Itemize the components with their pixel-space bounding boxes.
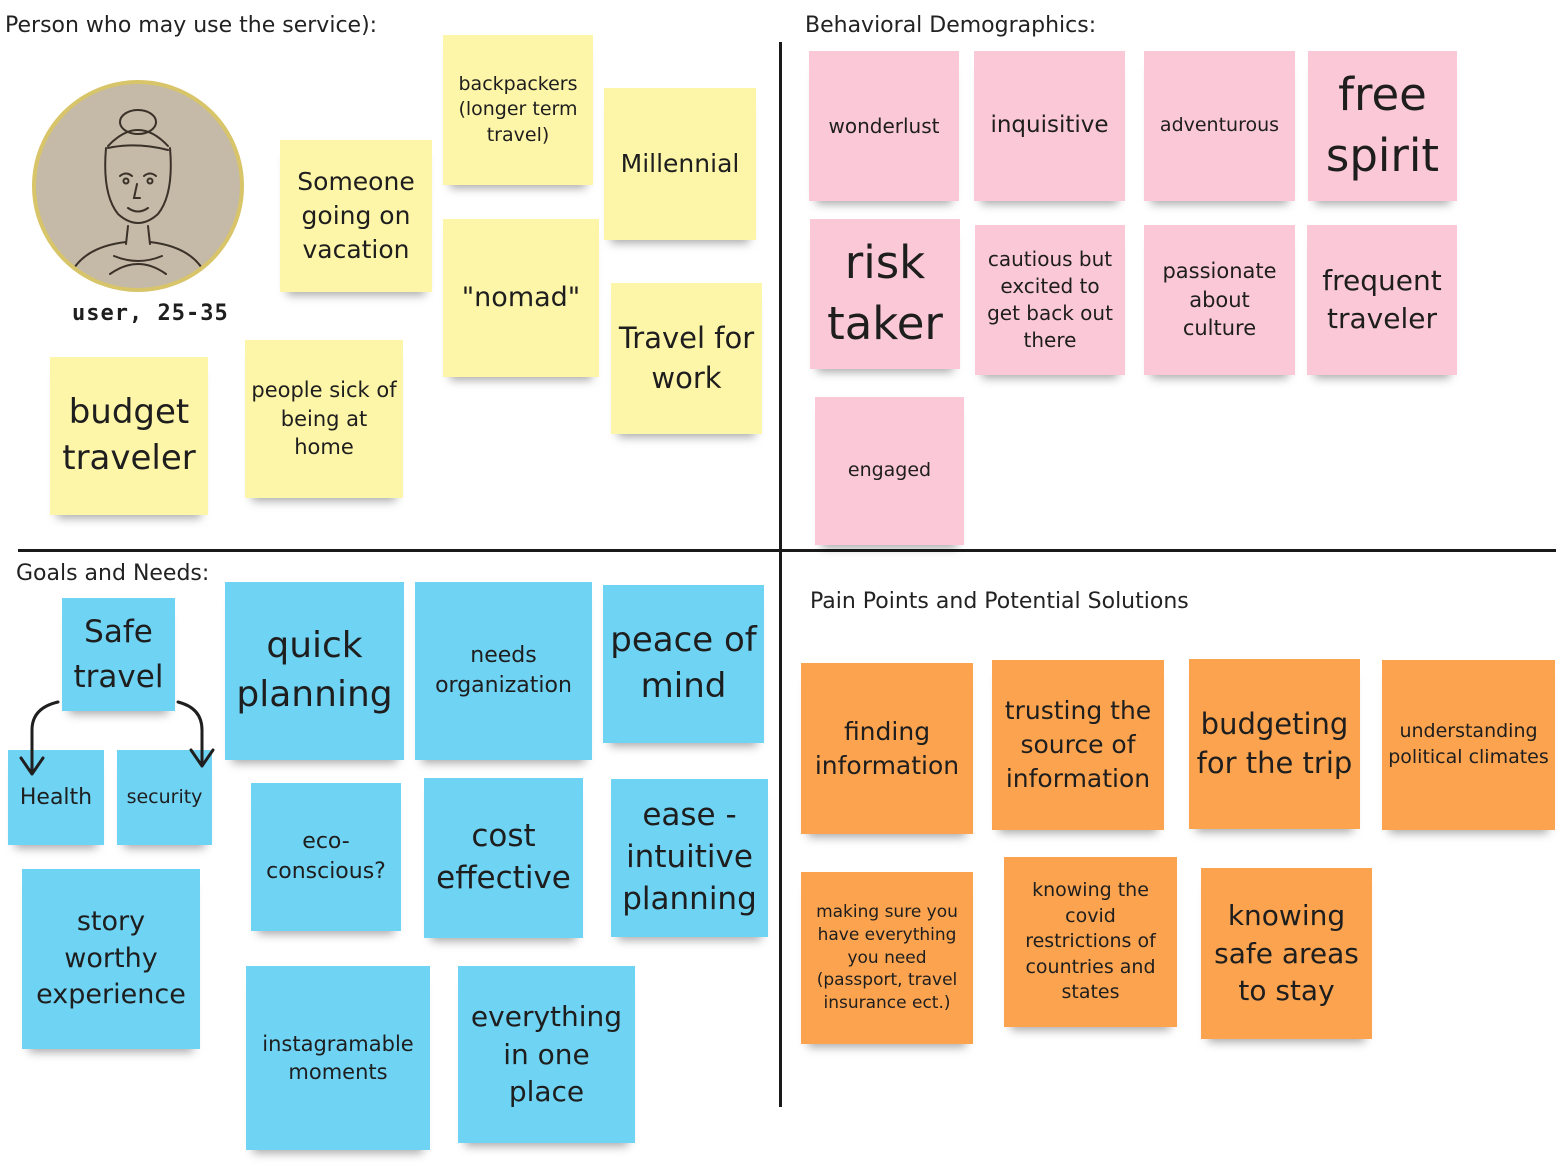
- pain-heading: Pain Points and Potential Solutions: [810, 589, 1189, 614]
- sticky-note: eco-conscious?: [251, 783, 401, 931]
- sticky-note: cautious but excited to get back out the…: [975, 225, 1125, 375]
- sticky-note: peace of mind: [603, 585, 764, 743]
- vertical-divider: [779, 42, 782, 1107]
- sticky-note: passionate about culture: [1144, 225, 1295, 375]
- sticky-note: quick planning: [225, 582, 404, 760]
- behavioral-heading: Behavioral Demographics:: [805, 13, 1097, 38]
- sticky-note: frequent traveler: [1307, 225, 1457, 375]
- sticky-note: security: [117, 750, 212, 845]
- sticky-note: knowing safe areas to stay: [1201, 868, 1372, 1039]
- sticky-note: Travel for work: [611, 283, 762, 434]
- sticky-note: backpackers (longer term travel): [443, 35, 593, 185]
- sticky-note: finding information: [801, 663, 973, 834]
- sticky-note: instagramable moments: [246, 966, 430, 1150]
- user-sketch-icon: [65, 109, 211, 288]
- sticky-note: Someone going on vacation: [280, 140, 432, 292]
- sticky-note: cost effective: [424, 778, 583, 938]
- sticky-note: budgeting for the trip: [1189, 659, 1360, 829]
- user-caption: user, 25-35: [72, 301, 229, 326]
- sticky-note: budget traveler: [50, 357, 208, 515]
- arrow-to-health: [30, 700, 60, 772]
- arrow-to-security: [176, 700, 204, 765]
- branch-arrows: [19, 700, 215, 776]
- sticky-note: Health: [8, 750, 104, 845]
- sticky-note: free spirit: [1308, 51, 1457, 201]
- sticky-note: understanding political climates: [1382, 660, 1555, 830]
- sticky-note: risk taker: [810, 219, 960, 369]
- sticky-note: Millennial: [604, 88, 756, 240]
- sticky-note: engaged: [815, 397, 964, 545]
- sticky-note: everything in one place: [458, 966, 635, 1143]
- sticky-note: Safe travel: [62, 598, 175, 711]
- sticky-note: adventurous: [1144, 51, 1295, 201]
- persona-heading: Person who may use the service):: [5, 13, 378, 38]
- sticky-note: making sure you have everything you need…: [801, 872, 973, 1044]
- sticky-note: needs organization: [415, 582, 592, 760]
- sticky-note: knowing the covid restrictions of countr…: [1004, 857, 1177, 1027]
- sticky-note: "nomad": [443, 219, 599, 377]
- sticky-note: story worthy experience: [22, 869, 200, 1049]
- sticky-note: ease - intuitive planning: [611, 779, 768, 937]
- user-avatar: [32, 80, 244, 292]
- sticky-note: people sick of being at home: [245, 340, 403, 498]
- horizontal-divider: [18, 549, 1556, 552]
- sticky-note: trusting the source of information: [992, 660, 1164, 830]
- goals-heading: Goals and Needs:: [16, 561, 210, 586]
- sticky-note: inquisitive: [974, 51, 1125, 201]
- sticky-note: wonderlust: [809, 51, 959, 201]
